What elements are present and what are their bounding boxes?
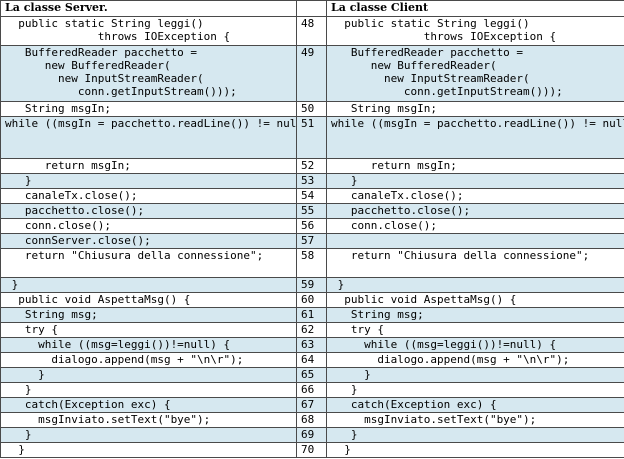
client-code-cell: while ((msgIn = pacchetto.readLine()) !=… bbox=[326, 116, 624, 159]
client-code-cell: } bbox=[326, 427, 624, 443]
server-code-cell: try { bbox=[0, 322, 297, 338]
line-number-cell: 48 bbox=[296, 16, 327, 46]
server-code-cell: } bbox=[0, 277, 297, 293]
server-code-cell: } bbox=[0, 427, 297, 443]
client-code-cell: return "Chiusura della connessione"; bbox=[326, 248, 624, 278]
client-code-cell: conn.close(); bbox=[326, 218, 624, 234]
line-number-cell: 68 bbox=[296, 412, 327, 428]
server-code-cell: conn.close(); bbox=[0, 218, 297, 234]
code-row: String msgIn;50 String msgIn; bbox=[0, 101, 624, 117]
client-code-cell: while ((msg=leggi())!=null) { bbox=[326, 337, 624, 353]
code-row: pacchetto.close();55 pacchetto.close(); bbox=[0, 203, 624, 219]
code-row: public void AspettaMsg() {60 public void… bbox=[0, 292, 624, 308]
server-code-cell: } bbox=[0, 382, 297, 398]
line-number-cell: 61 bbox=[296, 307, 327, 323]
code-row: }70 } bbox=[0, 442, 624, 458]
server-code-cell: } bbox=[0, 367, 297, 383]
client-code-cell: String msg; bbox=[326, 307, 624, 323]
line-number-cell: 62 bbox=[296, 322, 327, 338]
server-code-cell: } bbox=[0, 173, 297, 189]
client-code-cell: catch(Exception exc) { bbox=[326, 397, 624, 413]
server-code-cell: } bbox=[0, 442, 297, 458]
line-number-cell: 69 bbox=[296, 427, 327, 443]
code-row: }66 } bbox=[0, 382, 624, 398]
code-rows: public static String leggi() throws IOEx… bbox=[0, 16, 624, 458]
code-row: while ((msgIn = pacchetto.readLine()) !=… bbox=[0, 116, 624, 159]
line-number-cell: 57 bbox=[296, 233, 327, 249]
line-number-cell: 63 bbox=[296, 337, 327, 353]
code-row: }59 } bbox=[0, 277, 624, 293]
client-code-cell: } bbox=[326, 277, 624, 293]
line-number-cell: 58 bbox=[296, 248, 327, 278]
line-number-cell: 70 bbox=[296, 442, 327, 458]
code-row: msgInviato.setText("bye");68 msgInviato.… bbox=[0, 412, 624, 428]
server-code-cell: catch(Exception exc) { bbox=[0, 397, 297, 413]
line-number-cell: 51 bbox=[296, 116, 327, 159]
client-code-cell: } bbox=[326, 442, 624, 458]
code-row: catch(Exception exc) {67 catch(Exception… bbox=[0, 397, 624, 413]
client-code-cell: dialogo.append(msg + "\n\r"); bbox=[326, 352, 624, 368]
client-code-cell: pacchetto.close(); bbox=[326, 203, 624, 219]
code-row: connServer.close();57 bbox=[0, 233, 624, 249]
client-code-cell: String msgIn; bbox=[326, 101, 624, 117]
server-code-cell: public static String leggi() throws IOEx… bbox=[0, 16, 297, 46]
client-code-cell: } bbox=[326, 173, 624, 189]
client-code-cell: } bbox=[326, 367, 624, 383]
line-number-cell: 64 bbox=[296, 352, 327, 368]
client-code-cell: canaleTx.close(); bbox=[326, 188, 624, 204]
line-number-cell: 50 bbox=[296, 101, 327, 117]
server-code-cell: String msgIn; bbox=[0, 101, 297, 117]
server-code-cell: dialogo.append(msg + "\n\r"); bbox=[0, 352, 297, 368]
server-column-header: La classe Server. bbox=[0, 0, 297, 17]
line-number-cell: 53 bbox=[296, 173, 327, 189]
line-number-cell: 54 bbox=[296, 188, 327, 204]
server-code-cell: return msgIn; bbox=[0, 158, 297, 174]
server-code-cell: pacchetto.close(); bbox=[0, 203, 297, 219]
line-number-cell: 66 bbox=[296, 382, 327, 398]
server-code-cell: while ((msg=leggi())!=null) { bbox=[0, 337, 297, 353]
code-row: String msg;61 String msg; bbox=[0, 307, 624, 323]
client-code-cell: msgInviato.setText("bye"); bbox=[326, 412, 624, 428]
code-row: while ((msg=leggi())!=null) {63 while ((… bbox=[0, 337, 624, 353]
line-number-cell: 56 bbox=[296, 218, 327, 234]
line-number-cell: 59 bbox=[296, 277, 327, 293]
client-code-cell: public static String leggi() throws IOEx… bbox=[326, 16, 624, 46]
line-number-cell: 55 bbox=[296, 203, 327, 219]
code-row: BufferedReader pacchetto = new BufferedR… bbox=[0, 45, 624, 102]
client-code-cell: try { bbox=[326, 322, 624, 338]
client-code-cell: return msgIn; bbox=[326, 158, 624, 174]
code-row: }53 } bbox=[0, 173, 624, 189]
code-row: public static String leggi() throws IOEx… bbox=[0, 16, 624, 46]
server-code-cell: while ((msgIn = pacchetto.readLine()) !=… bbox=[0, 116, 297, 159]
client-code-cell: public void AspettaMsg() { bbox=[326, 292, 624, 308]
code-row: dialogo.append(msg + "\n\r");64 dialogo.… bbox=[0, 352, 624, 368]
line-number-cell: 67 bbox=[296, 397, 327, 413]
code-row: canaleTx.close();54 canaleTx.close(); bbox=[0, 188, 624, 204]
server-code-cell: connServer.close(); bbox=[0, 233, 297, 249]
server-code-cell: String msg; bbox=[0, 307, 297, 323]
server-code-cell: return "Chiusura della connessione"; bbox=[0, 248, 297, 278]
server-code-cell: BufferedReader pacchetto = new BufferedR… bbox=[0, 45, 297, 102]
server-code-cell: msgInviato.setText("bye"); bbox=[0, 412, 297, 428]
line-number-cell: 49 bbox=[296, 45, 327, 102]
line-number-cell: 52 bbox=[296, 158, 327, 174]
server-code-cell: canaleTx.close(); bbox=[0, 188, 297, 204]
code-row: return msgIn;52 return msgIn; bbox=[0, 158, 624, 174]
server-code-cell: public void AspettaMsg() { bbox=[0, 292, 297, 308]
header-row: La classe Server. La classe Client bbox=[0, 0, 624, 17]
client-column-header: La classe Client bbox=[326, 0, 624, 17]
code-row: }65 } bbox=[0, 367, 624, 383]
client-code-cell: } bbox=[326, 382, 624, 398]
line-number-column-header bbox=[296, 0, 327, 17]
code-row: try {62 try { bbox=[0, 322, 624, 338]
code-row: }69 } bbox=[0, 427, 624, 443]
client-code-cell bbox=[326, 233, 624, 249]
code-row: return "Chiusura della connessione";58 r… bbox=[0, 248, 624, 278]
line-number-cell: 65 bbox=[296, 367, 327, 383]
client-code-cell: BufferedReader pacchetto = new BufferedR… bbox=[326, 45, 624, 102]
code-row: conn.close();56 conn.close(); bbox=[0, 218, 624, 234]
line-number-cell: 60 bbox=[296, 292, 327, 308]
